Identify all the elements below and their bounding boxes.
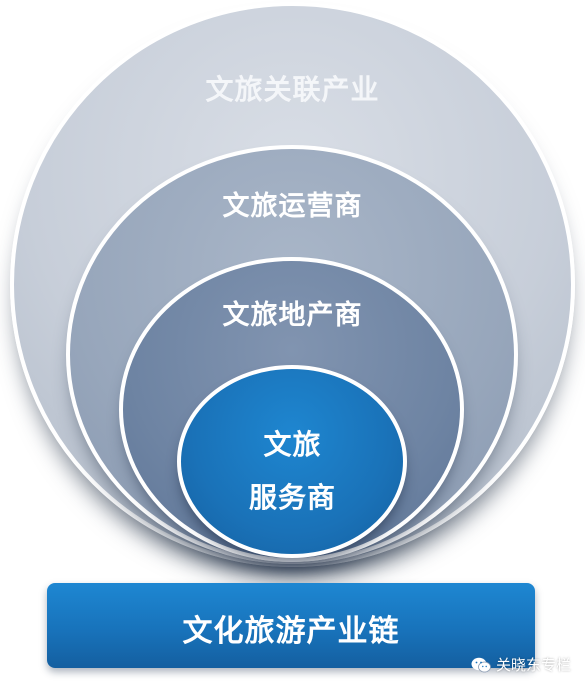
watermark: 关晓东专栏 [471, 654, 571, 675]
core-service-providers [177, 365, 407, 558]
wechat-icon [471, 657, 491, 672]
ring-label-real-estate: 文旅地产商 [222, 300, 363, 331]
ring-label-related-industries: 文旅关联产业 [205, 73, 380, 106]
industry-chain-bar [47, 583, 535, 668]
industry-chain-label: 文化旅游产业链 [182, 614, 400, 649]
core-label-line1: 文旅 [263, 428, 322, 461]
core-label-line2: 服务商 [248, 481, 336, 514]
watermark-text: 关晓东专栏 [495, 656, 571, 674]
ring-label-operators: 文旅运营商 [222, 191, 363, 222]
